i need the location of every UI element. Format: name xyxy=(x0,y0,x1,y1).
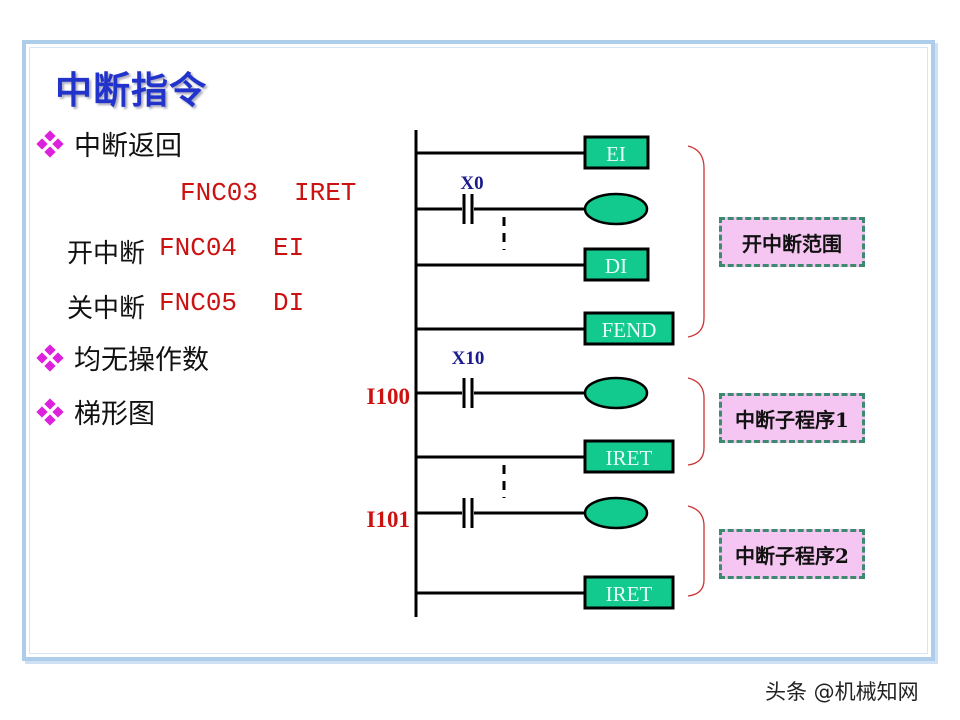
bullet-item: 均无操作数 xyxy=(36,338,209,377)
annotation-subroutine-2: 中断子程序2 xyxy=(719,529,865,579)
mnemonic: DI xyxy=(273,288,305,318)
svg-text:FEND: FEND xyxy=(602,318,657,342)
instruction-box-di: DI xyxy=(583,247,650,282)
annotation-subroutine-1: 中断子程序1 xyxy=(719,393,865,443)
contact-label: X0 xyxy=(460,173,483,194)
instruction-iret: FNC03 IRET xyxy=(180,178,356,208)
slide-title: 中断指令 xyxy=(55,69,207,112)
interrupt-pointer-label: I100 xyxy=(367,384,410,409)
mnemonic: EI xyxy=(273,233,305,263)
bullet-item: 中断返回 xyxy=(36,124,182,163)
contact-label: X10 xyxy=(452,348,485,369)
normally-open-contact xyxy=(462,378,474,408)
svg-text:IRET: IRET xyxy=(606,582,653,606)
fnc-code: FNC04 xyxy=(159,233,238,263)
instruction-box-iret: IRET xyxy=(583,575,675,610)
instruction-box-fend: FEND xyxy=(583,311,675,346)
annotation-enable-range: 开中断范围 xyxy=(719,217,865,267)
right-brace xyxy=(687,377,705,466)
mnemonic: IRET xyxy=(294,178,357,208)
watermark: 头条 @机械知网 xyxy=(765,680,919,704)
instruction-name: 开中断 xyxy=(67,239,146,269)
slide-frame xyxy=(22,40,935,661)
bullet-item: 梯形图 xyxy=(36,392,155,431)
right-brace xyxy=(687,145,705,338)
instruction-box-ei: EI xyxy=(583,135,650,170)
svg-text:DI: DI xyxy=(605,254,627,278)
output-coil xyxy=(583,496,649,530)
instruction-di: 关中断 FNC05 DI xyxy=(67,288,304,325)
instruction-box-iret: IRET xyxy=(583,439,675,474)
interrupt-pointer-label: I101 xyxy=(367,507,410,532)
instruction-name: 关中断 xyxy=(67,294,146,324)
svg-text:IRET: IRET xyxy=(606,446,653,470)
svg-text:EI: EI xyxy=(606,142,626,166)
bullet-label: 中断返回 xyxy=(74,131,182,162)
bullet-label: 均无操作数 xyxy=(74,345,209,376)
right-brace xyxy=(687,505,705,597)
output-coil xyxy=(583,192,649,226)
instruction-ei: 开中断 FNC04 EI xyxy=(67,233,304,270)
fnc-code: FNC03 xyxy=(180,178,259,208)
normally-open-contact xyxy=(462,498,474,528)
normally-open-contact xyxy=(462,194,474,224)
output-coil xyxy=(583,376,649,410)
bullet-label: 梯形图 xyxy=(74,399,155,430)
fnc-code: FNC05 xyxy=(159,288,238,318)
